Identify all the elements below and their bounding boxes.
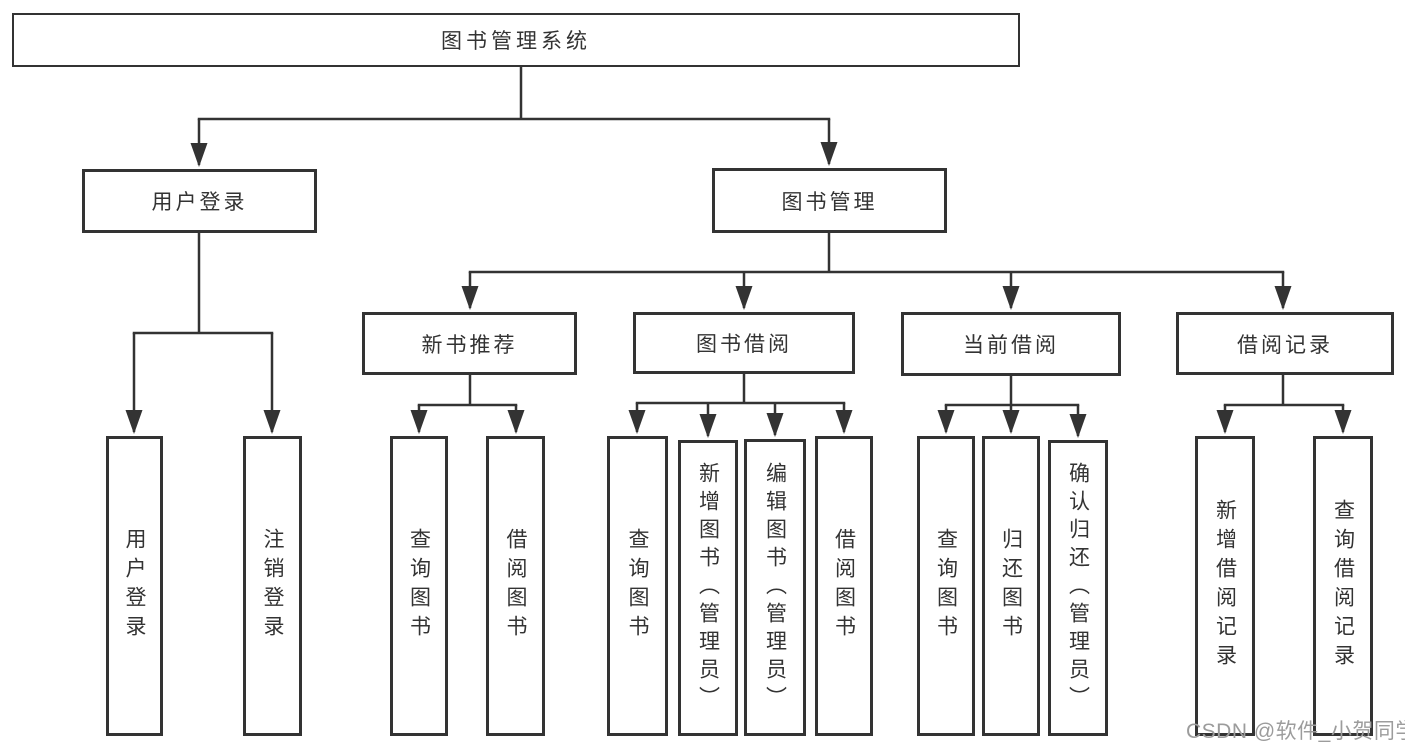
leaf-borrowing-query-books: 查询图书 (607, 436, 668, 736)
node-current-borrowing: 当前借阅 (901, 312, 1121, 376)
leaf-borrowing-add-books-admin: 新增图书（管理员） (678, 440, 738, 736)
node-user-login: 用户登录 (82, 169, 317, 233)
node-root-library-system: 图书管理系统 (12, 13, 1020, 67)
leaf-current-return-books: 归还图书 (982, 436, 1040, 736)
leaf-records-add-record: 新增借阅记录 (1195, 436, 1255, 736)
leaf-user-login: 用户登录 (106, 436, 163, 736)
leaf-records-query-record: 查询借阅记录 (1313, 436, 1373, 736)
leaf-borrowing-edit-books-admin: 编辑图书（管理员） (744, 439, 806, 736)
node-new-book-recommend: 新书推荐 (362, 312, 577, 375)
leaf-current-confirm-return-admin: 确认归还（管理员） (1048, 440, 1108, 736)
node-book-borrowing: 图书借阅 (633, 312, 855, 374)
leaf-borrowing-borrow-books: 借阅图书 (815, 436, 873, 736)
node-borrow-records: 借阅记录 (1176, 312, 1394, 375)
node-book-management: 图书管理 (712, 168, 947, 233)
leaf-logout: 注销登录 (243, 436, 302, 736)
leaf-current-query-books: 查询图书 (917, 436, 975, 736)
leaf-newrec-borrow-books: 借阅图书 (486, 436, 545, 736)
csdn-watermark: CSDN @软件_小贺同学 (1186, 720, 1405, 743)
leaf-newrec-query-books: 查询图书 (390, 436, 448, 736)
